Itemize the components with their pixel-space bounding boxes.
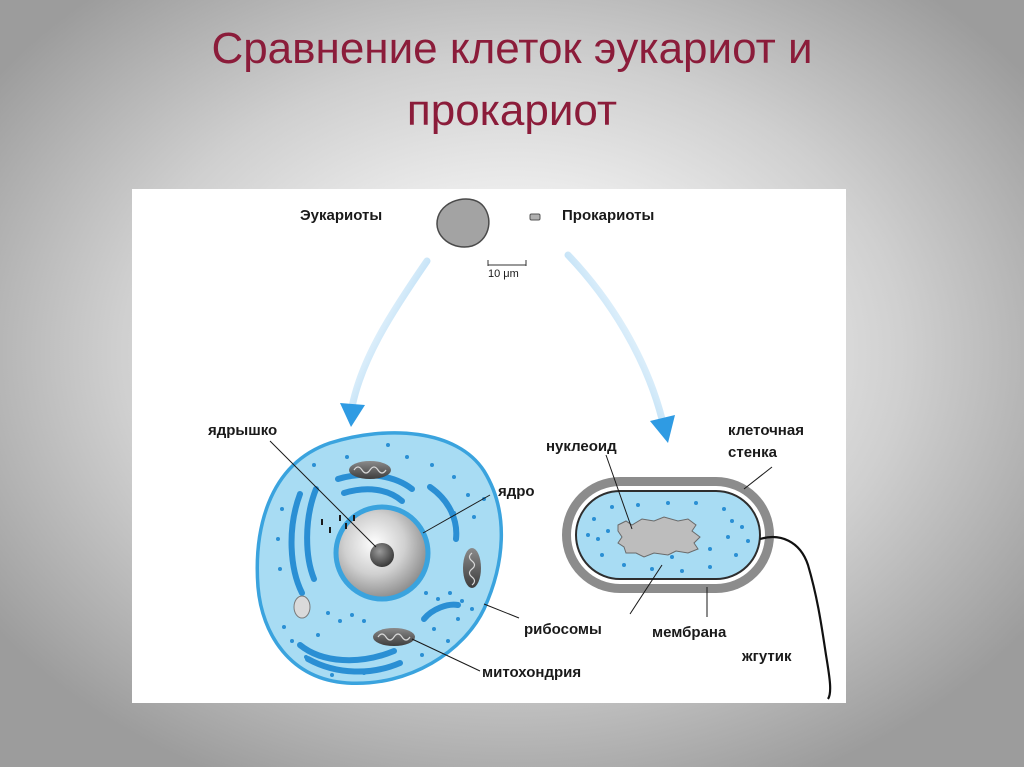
arrow-to-eukaryote <box>340 257 431 427</box>
slide-title: Сравнение клеток эукариот и прокариот <box>0 18 1024 142</box>
slide-title-line-1: Сравнение клеток эукариот и <box>211 24 813 73</box>
prokaryotic-cell <box>562 477 832 700</box>
prokaryote-leader-lines <box>605 454 773 617</box>
scale-bar: 10 μm <box>487 260 527 280</box>
label-mitochondrion: митохондрия <box>482 664 581 681</box>
nucleolus <box>370 543 394 567</box>
flagellum <box>759 535 832 700</box>
label-nucleus: ядро <box>498 483 535 500</box>
mitochondrion-top <box>349 461 391 479</box>
ribosomes-prokaryotic <box>586 501 750 573</box>
label-ribosomes: рибосомы <box>524 621 602 638</box>
vesicle <box>293 595 311 619</box>
label-prokaryotes: Прокариоты <box>562 207 654 224</box>
eukaryotic-cell <box>255 431 504 686</box>
label-nucleoid: нуклеоид <box>546 438 617 455</box>
er-ribosome-marks <box>321 515 355 533</box>
scale-bar-label: 10 μm <box>488 268 519 280</box>
endoplasmic-reticulum <box>288 471 461 675</box>
mitochondrion-right <box>463 548 481 588</box>
label-cell-wall-line-2: стенка <box>728 444 778 461</box>
nucleoid <box>617 516 701 558</box>
cell-comparison-diagram: Эукариоты Прокариоты 10 μm <box>208 198 832 700</box>
slide-title-line-2: прокариот <box>406 86 618 135</box>
eukaryote-leader-lines <box>269 440 520 672</box>
ribosomes-eukaryotic <box>276 443 486 677</box>
cell-comparison-figure: Эукариоты Прокариоты 10 μm <box>132 189 846 703</box>
label-cell-wall-line-1: клеточная <box>728 422 804 439</box>
label-nucleolus: ядрышко <box>208 422 277 439</box>
label-flagellum: жгутик <box>741 648 792 665</box>
mitochondrion-bottom <box>373 628 415 646</box>
label-membrane: мембрана <box>652 624 727 641</box>
arrow-to-prokaryote <box>564 251 675 443</box>
prokaryote-size-marker <box>529 213 541 221</box>
eukaryote-size-blob <box>436 198 490 248</box>
label-eukaryotes: Эукариоты <box>300 207 382 224</box>
